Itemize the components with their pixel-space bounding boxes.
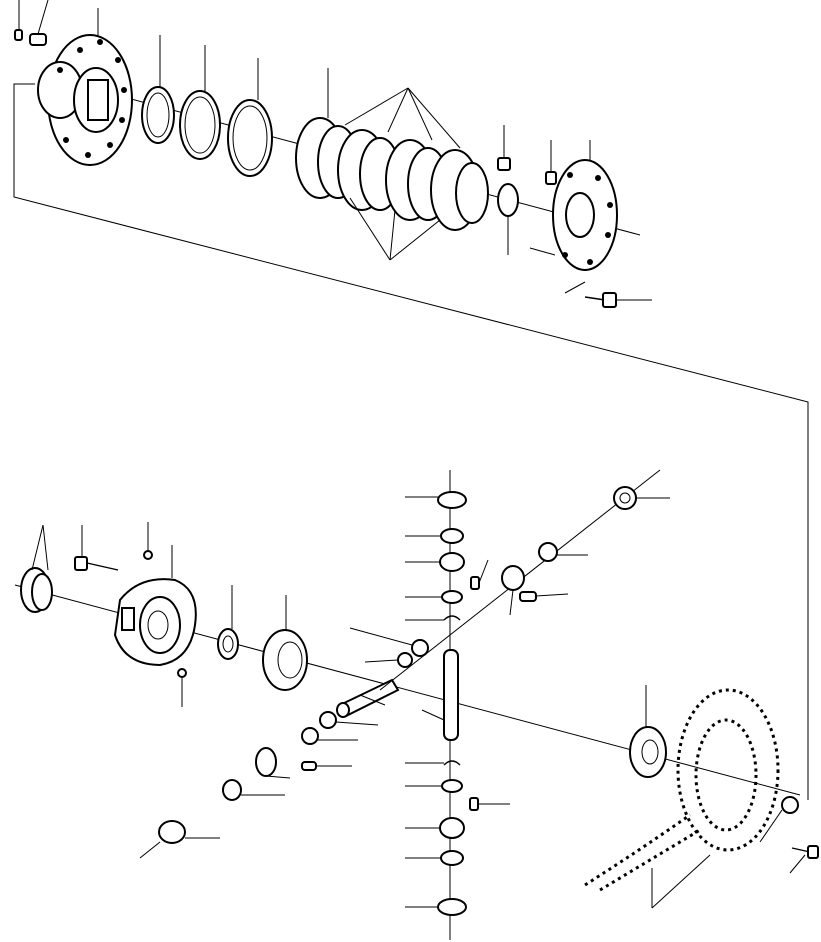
assembly-boundary [13,83,809,800]
lower-differential-case-part [113,545,197,667]
right-bearing-part [613,486,670,510]
pinion-gear-lower-left [255,747,291,779]
vertical-stack-pin-lower [469,797,510,811]
ring-gear-bolt [789,845,819,874]
clutch-plate-pack [295,68,489,261]
dowel-pin-part [545,140,557,185]
small-nut-lower-part [177,668,187,707]
pinion-washer-3 [319,711,379,729]
shim-ring-3 [227,58,273,177]
thrust-washer-part [497,183,519,255]
vertical-stack-bearing-bottom [405,898,467,916]
vertical-stack-clip-2 [405,760,461,766]
spring-part [497,125,511,171]
pinion-pin-lower-left [301,761,352,771]
small-nut-part [143,522,153,560]
ring-gear-washer [759,796,799,843]
shim-ring-1 [141,35,175,144]
vertical-stack-gear-1 [405,552,465,572]
side-gear-left [262,595,308,691]
sleeve-part [29,0,49,46]
vertical-stack-washer-2 [405,590,463,604]
right-pin-part [519,591,569,602]
vertical-stack-clip-1 [405,615,461,621]
thrust-washer-lower [217,585,239,660]
pin-part [14,0,23,41]
pinion-washer-1 [364,652,413,668]
pinion-washer-2 [349,627,429,657]
vertical-stack-pin [470,559,489,590]
left-bearing-part [20,524,53,613]
differential-case-part [37,8,133,166]
side-gear-right [629,685,667,778]
shim-ring-2 [179,45,221,160]
ring-gear-part [584,688,780,909]
vertical-stack-bearing-top [405,491,467,509]
pinion-washer-4 [301,727,358,745]
right-washer-part [538,542,588,562]
bearing-cup-lower [222,779,285,801]
right-pinion-part [501,565,525,616]
cover-bolt-part [564,281,652,308]
vertical-stack-gear-2 [405,817,465,839]
case-cover-part [529,140,618,271]
bearing-cone-lower [139,820,220,859]
vertical-stack-washer-3 [405,779,463,793]
case-bolt-part [74,525,119,571]
vertical-stack-washer-1 [405,528,464,544]
vertical-stack-washer-4 [405,850,464,866]
cross-shaft-part [336,678,400,718]
vertical-shaft-part [421,649,459,741]
